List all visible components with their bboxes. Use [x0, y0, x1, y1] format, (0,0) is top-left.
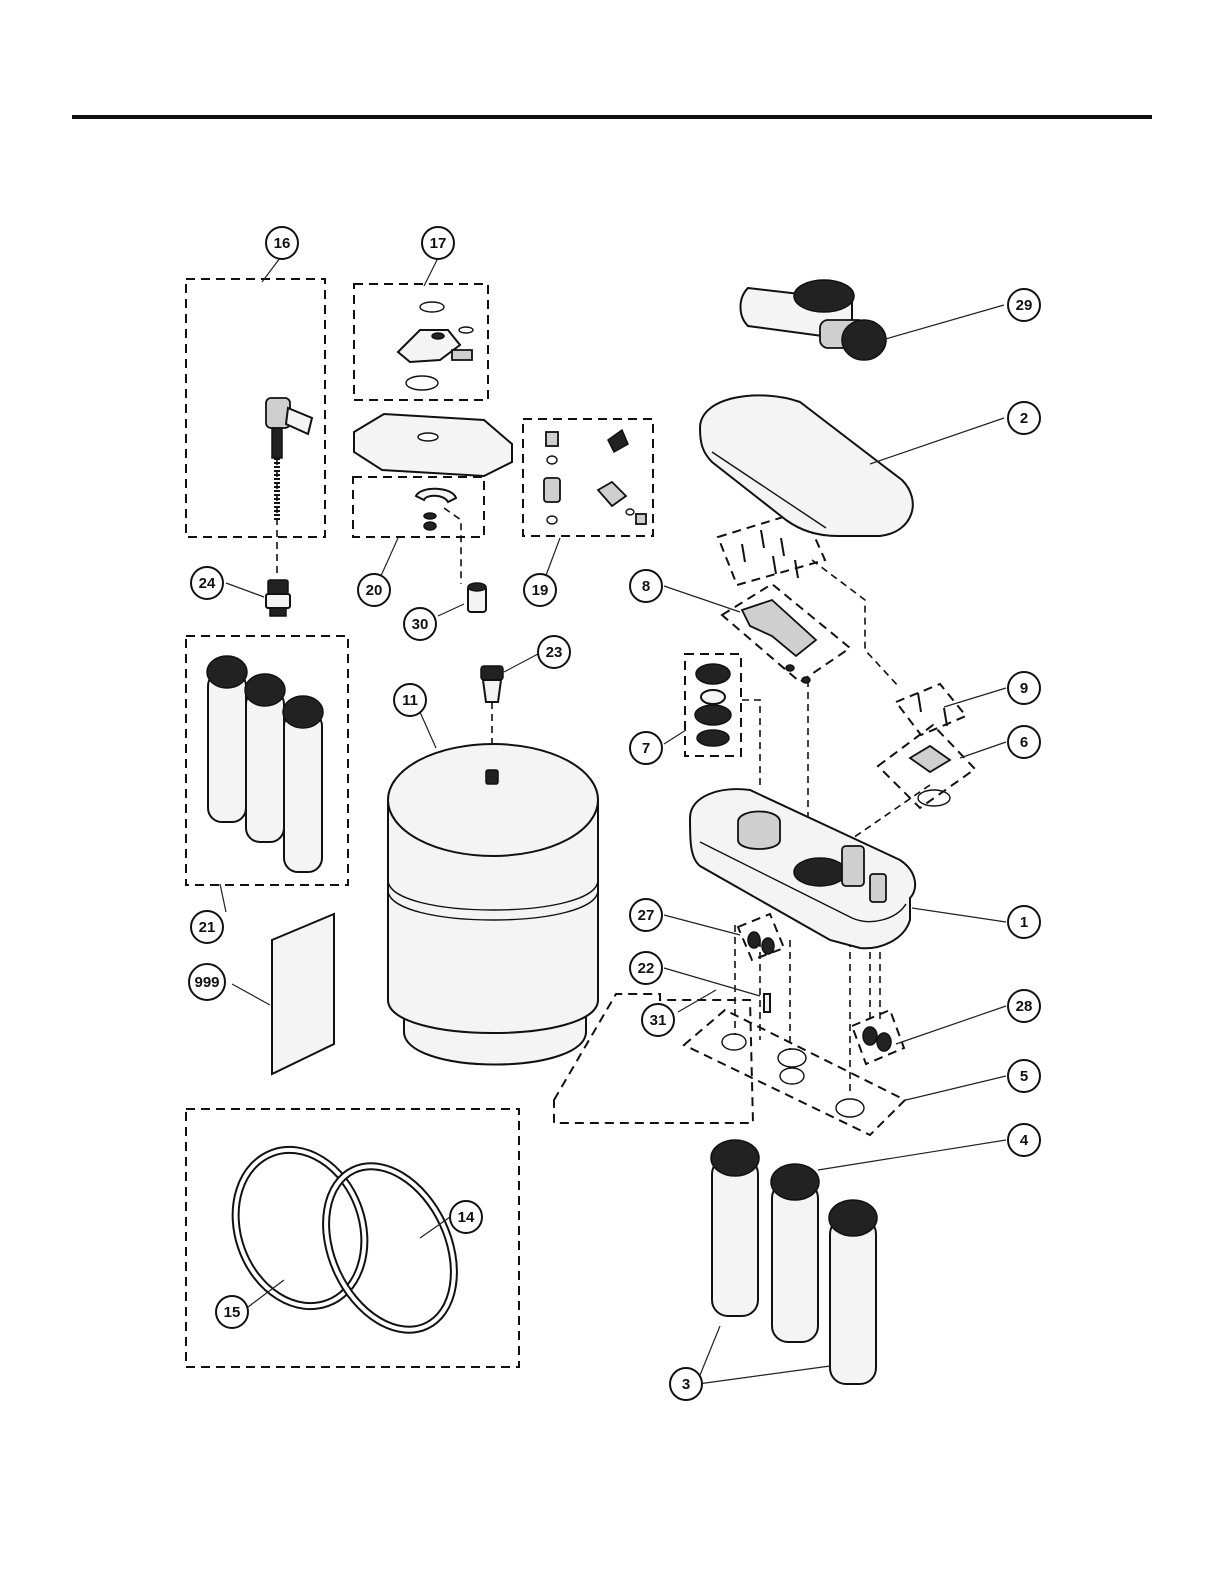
callout-label: 30 — [412, 616, 429, 633]
callout-28: 28 — [1008, 990, 1040, 1022]
callout-19: 19 — [524, 574, 556, 606]
callout-label: 23 — [546, 644, 563, 661]
base-plate-5 — [722, 1034, 864, 1117]
callout-6: 6 — [1008, 726, 1040, 758]
callout-label: 20 — [366, 582, 383, 599]
faucet-hardware-17 — [398, 302, 473, 390]
callout-21: 21 — [191, 911, 223, 943]
nuts-28 — [863, 1027, 891, 1051]
screws-group — [742, 530, 798, 578]
faucet — [212, 299, 312, 520]
callout-label: 29 — [1016, 297, 1033, 314]
callout-label: 31 — [650, 1012, 667, 1029]
callout-label: 15 — [224, 1304, 241, 1321]
group-box-mount-hardware — [353, 477, 484, 537]
callout-label: 21 — [199, 919, 216, 936]
callout-15: 15 — [216, 1296, 248, 1328]
assembly-line-flange — [850, 785, 930, 840]
callout-4: 4 — [1008, 1124, 1040, 1156]
callout-label: 999 — [194, 974, 219, 991]
callout-31: 31 — [642, 1004, 674, 1036]
base-housing-1 — [690, 789, 915, 948]
callout-5: 5 — [1008, 1060, 1040, 1092]
screws-9 — [918, 693, 947, 726]
callout-22: 22 — [630, 952, 662, 984]
flange-6 — [910, 746, 950, 806]
leader-lines — [220, 258, 1006, 1384]
fittings-19 — [544, 430, 646, 524]
drain-saddle-29 — [741, 280, 887, 360]
callout-1: 1 — [1008, 906, 1040, 938]
seals-7 — [695, 664, 731, 746]
storage-tank-11 — [388, 744, 598, 1065]
callout-7: 7 — [630, 732, 662, 764]
callout-label: 7 — [642, 740, 650, 757]
callout-2: 2 — [1008, 402, 1040, 434]
callout-29: 29 — [1008, 289, 1040, 321]
callout-14: 14 — [450, 1201, 482, 1233]
mounting-plate — [354, 414, 512, 476]
callout-label: 4 — [1020, 1132, 1029, 1149]
callout-label: 2 — [1020, 410, 1028, 427]
callout-label: 5 — [1020, 1068, 1028, 1085]
callout-label: 22 — [638, 960, 655, 977]
callout-label: 27 — [638, 907, 655, 924]
filter-set-21 — [207, 656, 323, 872]
check-valve-22 — [764, 994, 770, 1012]
nuts-27 — [748, 932, 774, 954]
cartridges-3-4 — [711, 1140, 877, 1384]
assembly-line-mount — [444, 508, 461, 584]
callout-30: 30 — [404, 608, 436, 640]
group-box-nuts-left — [738, 914, 784, 960]
callout-label: 14 — [458, 1209, 475, 1226]
callout-label: 6 — [1020, 734, 1028, 751]
callout-label: 16 — [274, 235, 291, 252]
callout-24: 24 — [191, 567, 223, 599]
callout-9: 9 — [1008, 672, 1040, 704]
quick-connect-24 — [266, 580, 290, 616]
callout-3: 3 — [670, 1368, 702, 1400]
callout-27: 27 — [630, 899, 662, 931]
callout-label: 11 — [402, 692, 418, 709]
callout-label: 24 — [199, 575, 216, 592]
assembly-line-screws — [812, 560, 900, 688]
manual-999 — [272, 914, 334, 1074]
callout-20: 20 — [358, 574, 390, 606]
tank-valve-23 — [481, 666, 503, 702]
insert-30 — [468, 583, 486, 612]
callout-label: 9 — [1020, 680, 1028, 697]
callout-label: 17 — [430, 235, 447, 252]
callout-23: 23 — [538, 636, 570, 668]
callout-11: 11 — [394, 684, 426, 716]
callout-label: 19 — [532, 582, 549, 599]
callout-label: 8 — [642, 578, 650, 595]
mount-hardware-20 — [416, 489, 456, 530]
group-box-fittings — [523, 419, 653, 536]
callout-17: 17 — [422, 227, 454, 259]
tubing-coils — [214, 1132, 479, 1351]
callout-16: 16 — [266, 227, 298, 259]
assembly-line-seal — [742, 700, 760, 790]
callout-label: 28 — [1016, 998, 1033, 1015]
group-box-faucet — [186, 279, 325, 537]
callout-label: 3 — [682, 1376, 690, 1393]
callout-label: 1 — [1020, 914, 1028, 931]
cover-2 — [700, 395, 913, 536]
valve-bracket-8 — [742, 600, 816, 683]
callout-8: 8 — [630, 570, 662, 602]
callout-999: 999 — [189, 964, 225, 1000]
